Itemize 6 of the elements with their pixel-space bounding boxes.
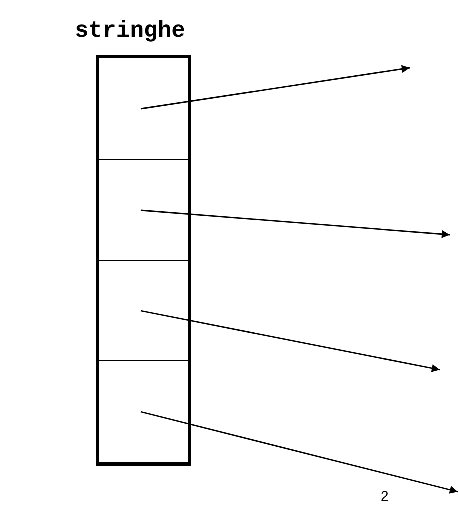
array-title: stringhe [75,18,186,44]
arrow [140,411,458,494]
page-number: 2 [381,488,389,504]
arrow [140,310,440,372]
arrow [140,65,410,110]
arrow [140,210,450,238]
